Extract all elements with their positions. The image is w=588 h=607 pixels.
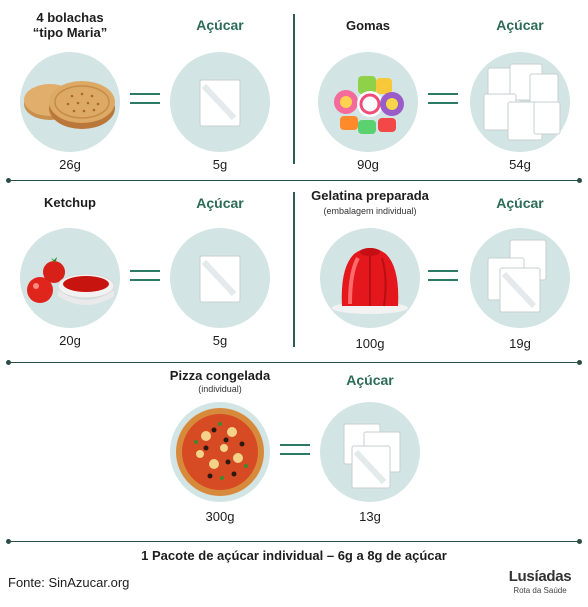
food-weight: 100g xyxy=(355,336,385,351)
sugar-image-circle xyxy=(320,402,420,502)
logo-name: Lusíadas xyxy=(508,568,572,585)
sugar-label: Açúcar xyxy=(496,17,544,33)
equals-sign xyxy=(280,444,310,462)
food-label: Pizza congelada xyxy=(169,368,271,383)
logo-tagline: Rota da Saúde xyxy=(513,586,567,595)
sugar-packets-icon xyxy=(343,423,401,489)
sugar-label: Açúcar xyxy=(196,195,244,211)
sugar-packet-icon xyxy=(199,79,241,127)
ketchup-icon xyxy=(27,257,115,305)
sugar-label: Açúcar xyxy=(496,195,544,211)
row-divider-3 xyxy=(6,539,582,544)
sugar-label: Açúcar xyxy=(196,17,244,33)
sugar-packet-note: 1 Pacote de açúcar individual – 6g a 8g … xyxy=(141,548,447,563)
food-image-circle xyxy=(320,228,420,328)
row-divider-2 xyxy=(6,360,582,365)
biscuits-icon xyxy=(24,81,115,129)
pizza-icon xyxy=(176,408,264,496)
sugar-image-circle xyxy=(170,228,270,328)
sugar-weight: 19g xyxy=(509,336,531,351)
food-label: Gelatina preparada xyxy=(311,188,429,203)
brand-logo: Lusíadas Rota da Saúde xyxy=(500,568,580,595)
column-divider-2 xyxy=(293,192,295,347)
food-weight: 90g xyxy=(357,157,379,172)
sugar-weight: 54g xyxy=(509,157,531,172)
food-sublabel: (embalagem individual) xyxy=(323,206,417,216)
source-credit: Fonte: SinAzucar.org xyxy=(8,575,130,590)
sugar-weight: 5g xyxy=(212,333,228,348)
column-divider-1 xyxy=(293,14,295,164)
food-sublabel: (individual) xyxy=(198,384,242,394)
sugar-image-circle xyxy=(470,52,570,152)
row-divider-1 xyxy=(6,178,582,183)
food-image-circle xyxy=(318,52,418,152)
equals-sign xyxy=(130,270,160,288)
equals-sign xyxy=(130,93,160,111)
food-image-circle xyxy=(20,52,120,152)
sugar-image-circle xyxy=(470,228,570,328)
sugar-packet-icon xyxy=(199,255,241,303)
sugar-weight: 5g xyxy=(212,157,228,172)
food-image-circle xyxy=(170,402,270,502)
food-label: 4 bolachas “tipo Maria” xyxy=(32,10,108,40)
sugar-packets-icon xyxy=(483,63,561,141)
food-weight: 26g xyxy=(59,157,81,172)
sugar-weight: 13g xyxy=(359,509,381,524)
food-weight: 300g xyxy=(205,509,235,524)
food-image-circle xyxy=(20,228,120,328)
food-label: Gomas xyxy=(345,18,391,33)
sugar-packets-icon xyxy=(487,239,547,313)
gummies-icon xyxy=(334,76,404,134)
equals-sign xyxy=(428,270,458,288)
sugar-image-circle xyxy=(170,52,270,152)
food-weight: 20g xyxy=(59,333,81,348)
food-label: Ketchup xyxy=(44,195,96,210)
equals-sign xyxy=(428,93,458,111)
sugar-label: Açúcar xyxy=(346,372,394,388)
jelly-icon xyxy=(332,248,408,314)
